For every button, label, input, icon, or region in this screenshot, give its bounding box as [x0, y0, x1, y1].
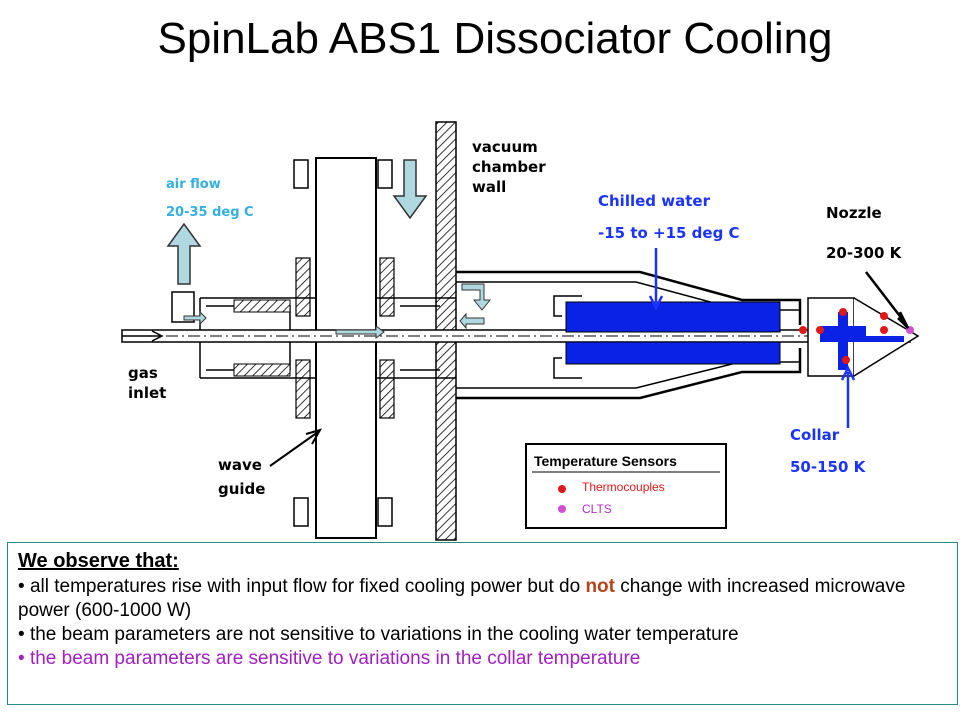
- temperature-sensors-legend: Temperature Sensors Thermocouples CLTS: [525, 443, 727, 529]
- observation-text: the beam parameters are not sensitive to…: [29, 624, 739, 645]
- gas-inlet-fitting: [171, 291, 195, 323]
- right-housing: [376, 297, 456, 379]
- bracket-bottom: [553, 357, 582, 379]
- bracket-top: [553, 295, 582, 317]
- vacuum-label: vacuum: [472, 138, 538, 156]
- dissociator-diagram: air flow 20-35 deg C vacuum chamber wall…: [121, 121, 920, 541]
- chilled-water-block-top: [565, 301, 781, 333]
- collar-pointer: [840, 365, 856, 428]
- wave-label: wave: [218, 456, 262, 474]
- thermocouple-sensor: [839, 308, 847, 316]
- waveguide-hatch-left-bottom: [295, 359, 311, 419]
- inlet-label: inlet: [128, 384, 166, 402]
- collar-horizontal: [820, 326, 866, 336]
- bullet: •: [18, 576, 25, 597]
- legend-title: Temperature Sensors: [534, 453, 677, 469]
- bullet: •: [18, 624, 25, 645]
- waveguide-tube: [315, 157, 377, 539]
- waveguide-hatch-left-top: [295, 257, 311, 317]
- observations-heading: We observe that:: [18, 549, 947, 573]
- observation-item: • the beam parameters are sensitive to v…: [18, 647, 947, 671]
- air-flow-temp-label: 20-35 deg C: [166, 205, 254, 220]
- tube-flow-arrow: [335, 325, 385, 339]
- thermocouple-sensor: [842, 356, 850, 364]
- waveguide-flange-bottom-right: [377, 497, 393, 527]
- thermocouple-sensor: [816, 326, 824, 334]
- vacuum-arrow: [392, 159, 428, 220]
- left-housing: [199, 297, 316, 379]
- guide-label: guide: [218, 480, 265, 498]
- collar-tube: [820, 336, 904, 342]
- collar-label: Collar: [790, 426, 840, 444]
- air-flow-bend-arrow: [461, 283, 492, 311]
- inlet-flow-arrow: [183, 310, 207, 326]
- wall-label: wall: [472, 178, 506, 196]
- air-flow-arrow: [166, 222, 202, 285]
- nozzle-label: Nozzle: [826, 204, 882, 222]
- observation-text: all temperatures rise with input flow fo…: [29, 576, 586, 597]
- left-housing-hatch-top: [233, 299, 291, 313]
- waveguide-flange-top-right: [377, 159, 393, 189]
- waveguide-hatch-right-top: [379, 257, 395, 317]
- observations-heading-text: We observe that: [18, 550, 173, 572]
- chilled-water-range-label: -15 to +15 deg C: [598, 224, 740, 242]
- chilled-water-pointer: [648, 248, 664, 311]
- legend-box: [525, 443, 727, 529]
- observation-item: • all temperatures rise with input flow …: [18, 575, 947, 623]
- legend-thermocouple-dot: [558, 485, 566, 493]
- page-title: SpinLab ABS1 Dissociator Cooling: [157, 14, 833, 63]
- vacuum-housing: [456, 270, 802, 400]
- gas-inlet-arrow: [122, 330, 164, 342]
- left-housing-hatch-bottom: [233, 363, 291, 377]
- gas-label: gas: [128, 364, 158, 382]
- chilled-water-label: Chilled water: [598, 192, 711, 210]
- legend-thermocouples-label: Thermocouples: [582, 480, 665, 494]
- observation-text: change with increased microwave power (6…: [18, 576, 906, 621]
- collar-temp-label: 50-150 K: [790, 458, 867, 476]
- waveguide-flange-bottom-left: [293, 497, 309, 527]
- bullet: •: [18, 648, 25, 669]
- observation-text: the beam parameters are sensitive to var…: [29, 648, 641, 669]
- observation-item: • the beam parameters are not sensitive …: [18, 623, 947, 647]
- thermocouple-sensor: [799, 326, 807, 334]
- air-flow-return-arrow: [459, 312, 485, 330]
- legend-clts-label: CLTS: [582, 502, 612, 516]
- nozzle-temp-label: 20-300 K: [826, 244, 903, 262]
- waveguide-flange-top-left: [293, 159, 309, 189]
- chilled-water-block-bottom: [565, 341, 781, 365]
- observations-box: We observe that: • all temperatures rise…: [7, 542, 958, 705]
- nozzle-pointer: [865, 271, 910, 329]
- legend-clts-dot: [558, 505, 566, 513]
- wave-guide-pointer: [269, 428, 323, 467]
- air-flow-label: air flow: [166, 177, 221, 192]
- observations-heading-colon: :: [172, 550, 179, 572]
- emphasis-not: not: [585, 576, 615, 597]
- thermocouple-sensor: [880, 312, 888, 320]
- waveguide-hatch-right-bottom: [379, 359, 395, 419]
- chamber-label: chamber: [472, 158, 546, 176]
- thermocouple-sensor: [880, 326, 888, 334]
